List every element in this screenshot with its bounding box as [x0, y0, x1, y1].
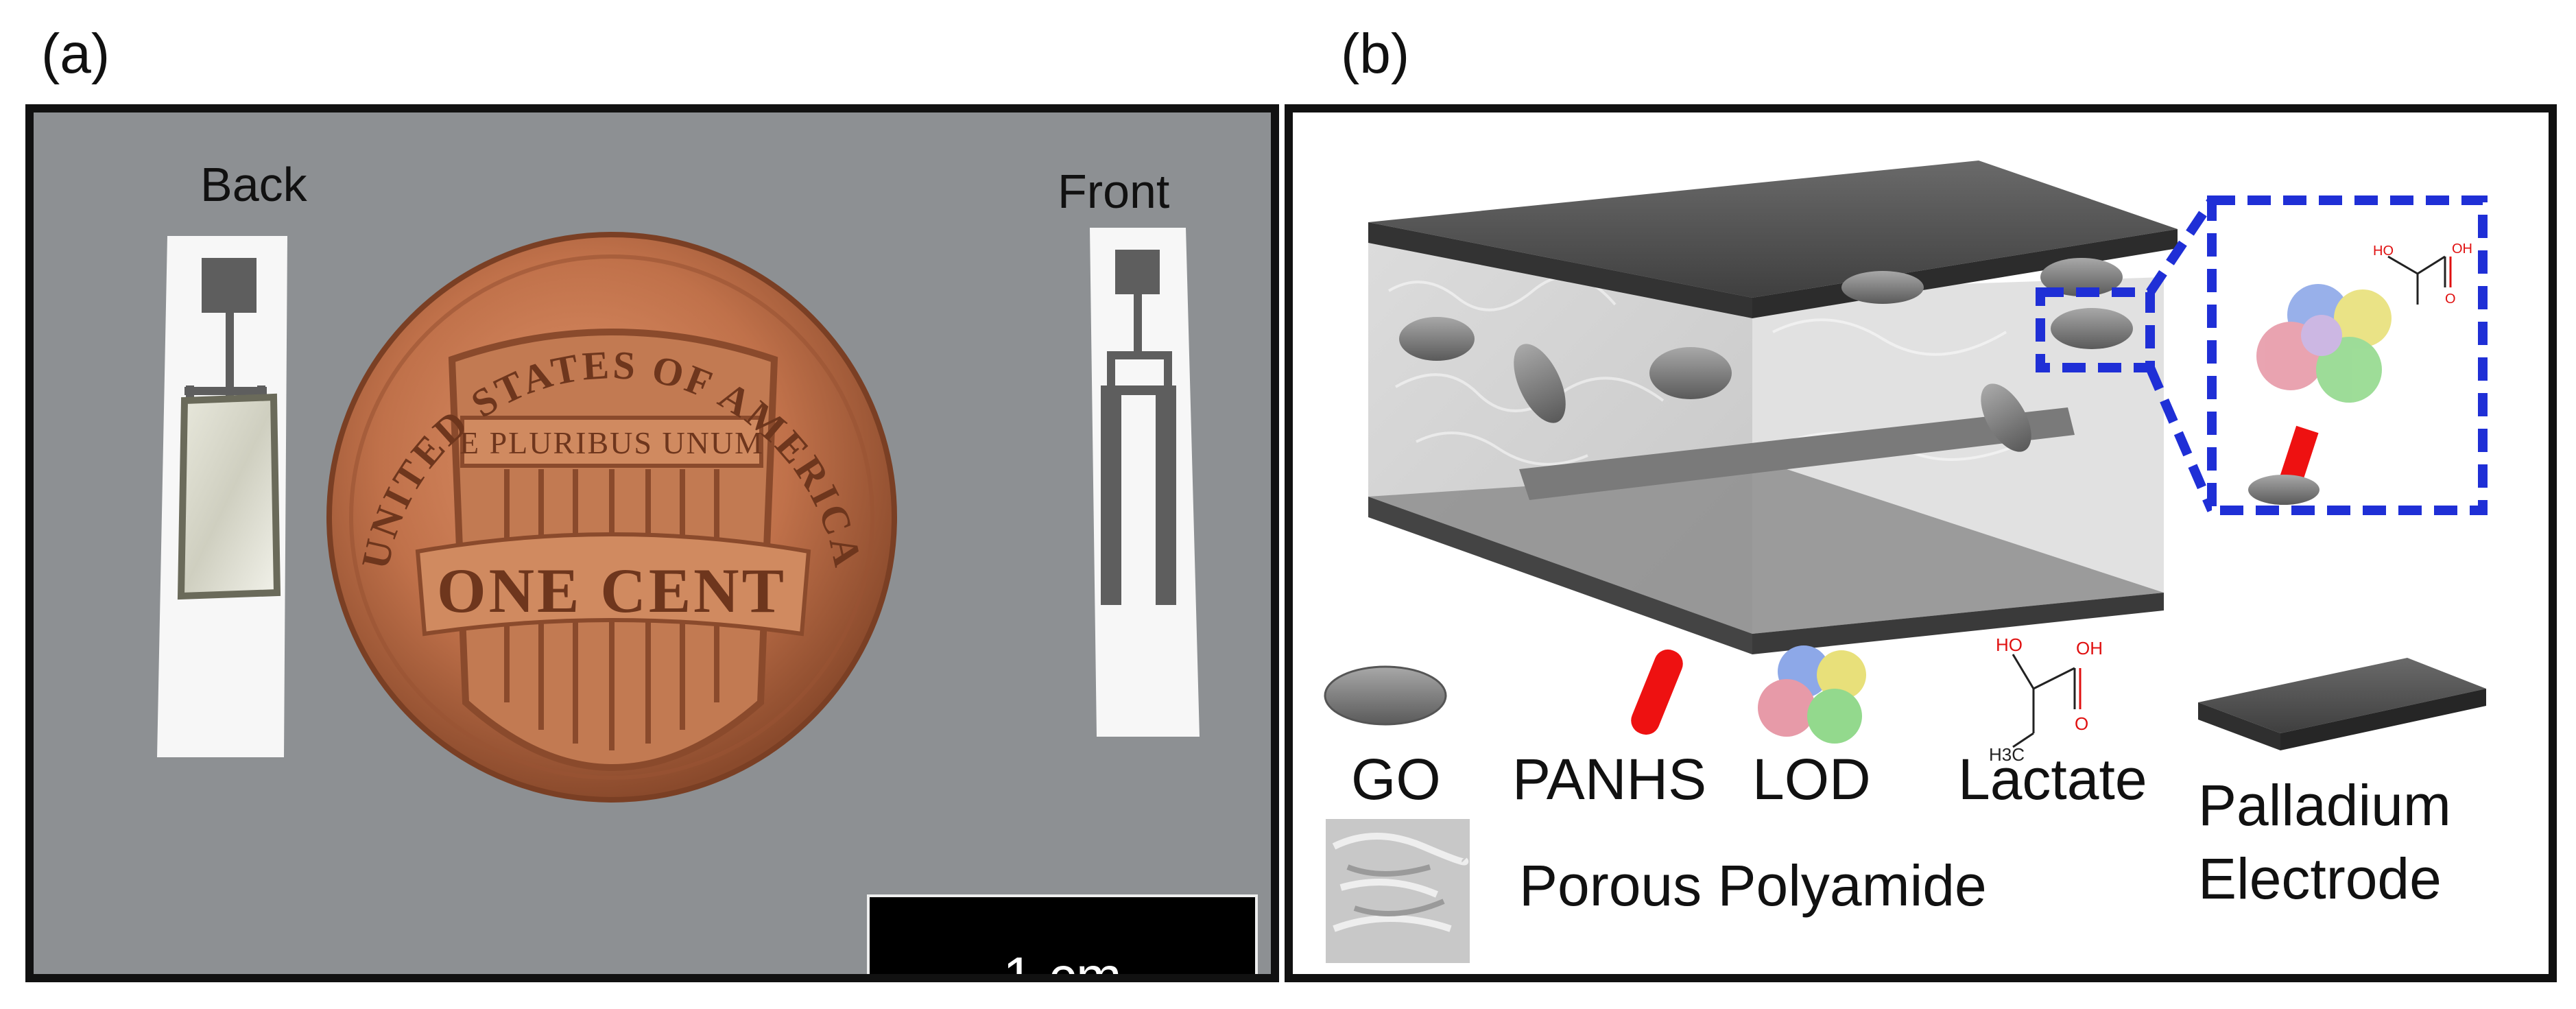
- palladium-legend-label-line1: Palladium: [2198, 773, 2451, 838]
- zoom-oh-label: OH: [2452, 241, 2472, 257]
- schematic-illustration: HO OH O HO OH O: [1324, 161, 2488, 963]
- coin-motto: E PLURIBUS UNUM: [460, 425, 764, 460]
- back-label: Back: [200, 158, 307, 211]
- lactate-oh-label: OH: [2076, 638, 2103, 658]
- photo-panel: UNITED STATES OF AMERICA E PLURIBUS UNUM…: [25, 104, 1279, 982]
- go-flakes: [1399, 258, 2133, 452]
- penny-coin: UNITED STATES OF AMERICA E PLURIBUS UNUM…: [326, 232, 897, 803]
- lactate-legend-icon: [2012, 654, 2082, 748]
- scale-bar: 1 cm: [867, 894, 1258, 982]
- back-sensor: [157, 236, 287, 757]
- lod-legend-icon: [1758, 645, 1866, 744]
- lactate-ch3-label: H3C: [1989, 744, 2025, 765]
- bottom-palladium-electrode: [1368, 407, 2164, 654]
- go-legend-label: GO: [1351, 747, 1441, 811]
- palladium-legend-icon: [2198, 658, 2486, 750]
- go-legend-icon: [1324, 665, 1447, 726]
- polyamide-legend-label: Porous Polyamide: [1519, 853, 1987, 918]
- zoom-detail: HO OH O: [2248, 241, 2472, 505]
- panhs-legend-icon: [1631, 649, 1683, 735]
- panhs-legend-label: PANHS: [1512, 747, 1707, 811]
- lod-enzyme-zoom: [2256, 284, 2392, 403]
- photo-illustration: UNITED STATES OF AMERICA E PLURIBUS UNUM…: [157, 228, 1200, 803]
- schematic-panel: HO OH O HO OH O: [1285, 104, 2557, 982]
- lod-legend-label: LOD: [1752, 747, 1871, 811]
- legend-icons: HO OH O H3C: [1324, 634, 2486, 963]
- coin-denomination: ONE CENT: [437, 556, 787, 626]
- palladium-legend-label-line2: Electrode: [2198, 846, 2442, 911]
- lactate-ho-label: HO: [1996, 634, 2023, 655]
- lactate-legend-label: Lactate: [1958, 747, 2147, 811]
- panel-b-label: (b): [1341, 23, 1410, 85]
- panel-a-label: (a): [41, 23, 110, 85]
- zoom-ho-label: HO: [2373, 244, 2394, 259]
- front-label: Front: [1058, 165, 1170, 218]
- front-sensor: [1090, 228, 1200, 737]
- scale-bar-label: 1 cm: [1003, 946, 1122, 982]
- lactate-o-label: O: [2075, 713, 2088, 734]
- zoom-o-label: O: [2445, 292, 2456, 307]
- porous-polyamide-legend-icon: [1326, 819, 1470, 963]
